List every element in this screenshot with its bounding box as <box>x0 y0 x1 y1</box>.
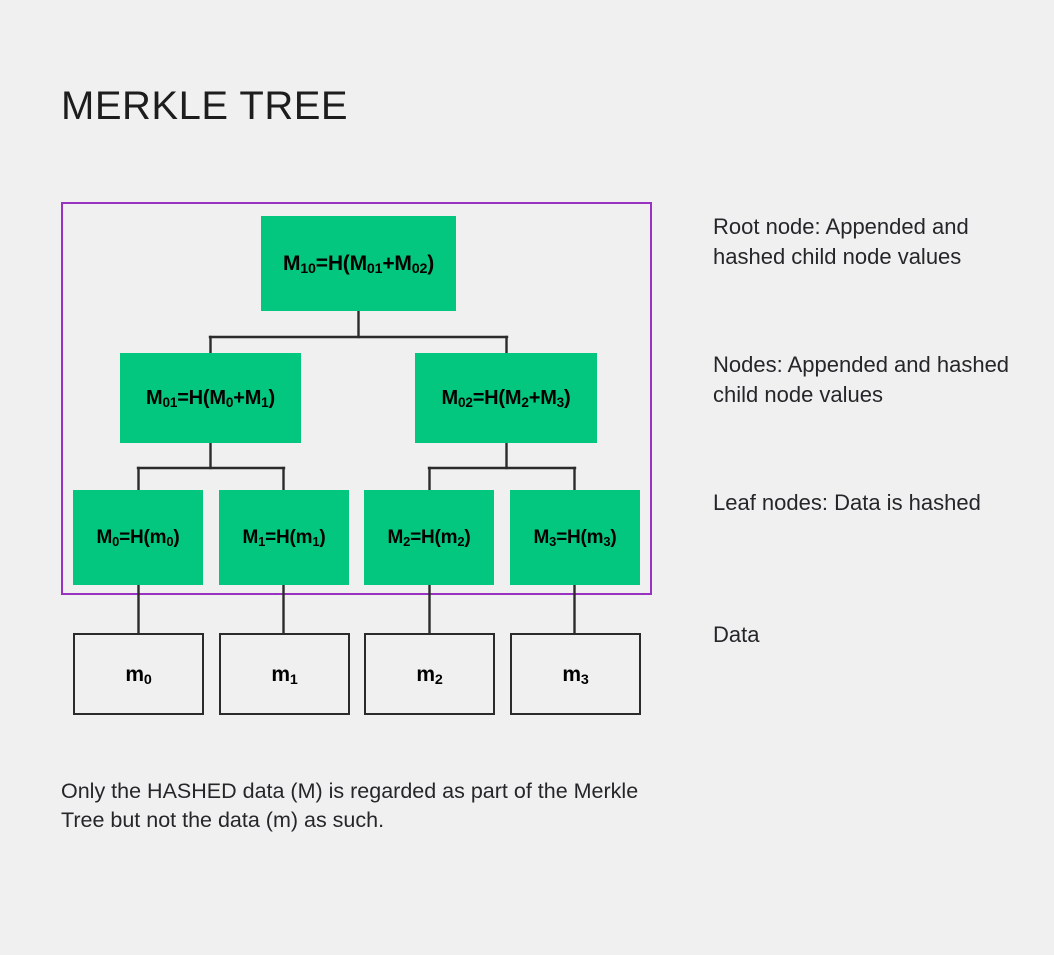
node-label-root: M10=H(M01+M02) <box>283 252 434 278</box>
tree-leaf-m3: M3=H(m3) <box>510 490 640 585</box>
diagram-caption: Only the HASHED data (M) is regarded as … <box>61 779 639 833</box>
annotation-nodes: Nodes: Appended and hashed child node va… <box>713 352 1010 407</box>
data-label-m1: m1 <box>271 662 298 688</box>
node-label-m01: M01=H(M0+M1) <box>145 387 276 410</box>
tree-node-root: M10=H(M01+M02) <box>261 216 456 311</box>
tree-leaf-m1: M1=H(m1) <box>219 490 349 585</box>
tree-leaf-m2: M2=H(m2) <box>364 490 494 585</box>
leaf-label-m1: M1=H(m1) <box>242 527 326 549</box>
leaf-label-m2: M2=H(m2) <box>387 527 471 549</box>
annotation-data: Data <box>713 622 760 647</box>
annotation-root-node: Root node: Appended and hashed child nod… <box>713 214 969 269</box>
leaf-label-m0: M0=H(m0) <box>96 527 180 549</box>
data-block-m0: m0 <box>73 633 204 715</box>
leaf-label-m3: M3=H(m3) <box>533 527 617 549</box>
page-title: MERKLE TREE <box>61 84 349 128</box>
data-block-m1: m1 <box>219 633 350 715</box>
tree-leaf-m0: M0=H(m0) <box>73 490 203 585</box>
data-label-m3: m3 <box>562 662 589 688</box>
tree-node-m01: M01=H(M0+M1) <box>120 353 301 443</box>
annotation-leaf-nodes: Leaf nodes: Data is hashed <box>713 490 981 515</box>
tree-node-m02: M02=H(M2+M3) <box>415 353 597 443</box>
node-label-m02: M02=H(M2+M3) <box>441 387 571 410</box>
merkle-tree-boundary <box>61 202 652 595</box>
data-block-m3: m3 <box>510 633 641 715</box>
data-block-m2: m2 <box>364 633 495 715</box>
data-label-m0: m0 <box>125 662 152 688</box>
data-label-m2: m2 <box>416 662 443 688</box>
